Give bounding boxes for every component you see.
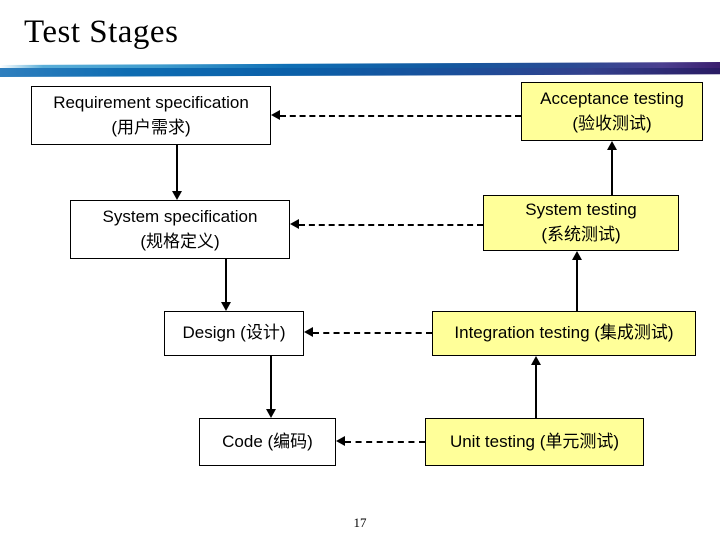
connector-integration-to-system-testing (576, 260, 578, 311)
arrowhead-design-to-code (266, 409, 276, 418)
connector-unit-to-code (345, 441, 425, 443)
box-requirement-specification-line1: Requirement specification (53, 92, 249, 112)
arrowhead-system-testing-to-system-spec (290, 219, 299, 229)
box-acceptance-testing-line2: (验收测试) (572, 113, 652, 133)
box-acceptance-testing[interactable]: Acceptance testing (验收测试) (521, 82, 703, 141)
box-code-line1: Code (编码) (222, 431, 313, 451)
arrowhead-acceptance-to-requirement (271, 110, 280, 120)
box-requirement-specification[interactable]: Requirement specification (用户需求) (31, 86, 271, 145)
connector-requirement-to-system-spec (176, 145, 178, 191)
box-acceptance-testing-line1: Acceptance testing (540, 88, 684, 108)
box-system-testing-line2: (系统测试) (541, 225, 621, 244)
connector-integration-to-design (313, 332, 432, 334)
page-number: 17 (353, 515, 367, 530)
page-title: Test Stages (24, 14, 179, 50)
connector-system-testing-to-acceptance (611, 150, 613, 195)
box-system-testing[interactable]: System testing (系统测试) (483, 195, 679, 251)
arrowhead-unit-to-code (336, 436, 345, 446)
box-design[interactable]: Design (设计) (164, 311, 304, 356)
box-system-specification-line1: System specification (102, 206, 258, 226)
box-system-testing-line1: System testing (525, 200, 637, 220)
arrowhead-integration-to-design (304, 327, 313, 337)
box-integration-testing-line1: Integration testing (集成测试) (454, 323, 674, 343)
box-system-specification-line2: (规格定义) (140, 231, 220, 251)
box-unit-testing-line1: Unit testing (单元测试) (449, 431, 620, 451)
arrowhead-system-testing-to-acceptance (607, 141, 617, 150)
header-gradient-bar-lower (0, 68, 720, 77)
connector-system-testing-to-system-spec (299, 224, 483, 226)
header-gradient-bar-upper (0, 62, 720, 70)
connector-system-spec-to-design (225, 259, 227, 302)
arrowhead-integration-to-system-testing (572, 251, 582, 260)
connector-design-to-code (270, 356, 272, 409)
arrowhead-requirement-to-system-spec (172, 191, 182, 200)
box-integration-testing[interactable]: Integration testing (集成测试) (432, 311, 696, 356)
arrowhead-system-spec-to-design (221, 302, 231, 311)
box-code[interactable]: Code (编码) (199, 418, 336, 466)
box-system-specification[interactable]: System specification (规格定义) (70, 200, 290, 259)
connector-acceptance-to-requirement (280, 115, 521, 117)
box-requirement-specification-line2: (用户需求) (111, 117, 191, 137)
arrowhead-unit-to-integration (531, 356, 541, 365)
box-unit-testing[interactable]: Unit testing (单元测试) (425, 418, 644, 466)
connector-unit-to-integration (535, 365, 537, 418)
box-design-line1: Design (设计) (182, 323, 286, 343)
